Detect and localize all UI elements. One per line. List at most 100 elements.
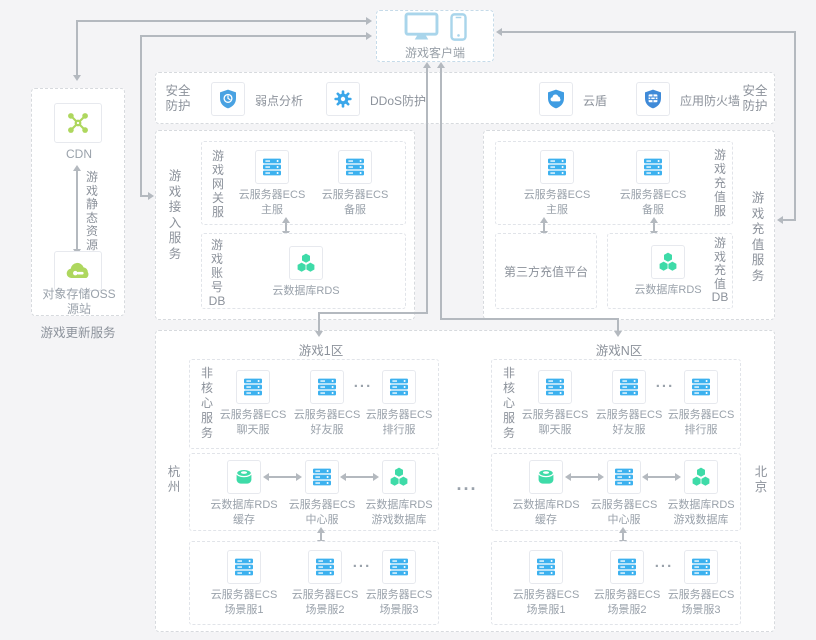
ecs-backup-node bbox=[338, 150, 372, 184]
arrowhead bbox=[437, 62, 445, 68]
vulnerability-analysis-node bbox=[211, 82, 245, 116]
ellipsis: ... bbox=[353, 374, 373, 391]
arrowhead bbox=[315, 331, 323, 337]
arrowhead bbox=[614, 331, 622, 337]
connector-client-zoneN bbox=[440, 67, 442, 320]
region-beijing-label: 北京 bbox=[754, 465, 768, 494]
ecs-center-node bbox=[607, 460, 641, 494]
arrowhead bbox=[540, 217, 548, 223]
third-party-platform-box: 第三方充值平台 bbox=[495, 233, 597, 309]
ecs-icon bbox=[642, 156, 664, 178]
rds-cache-node bbox=[529, 460, 563, 494]
oss-node bbox=[54, 251, 102, 291]
arrowhead bbox=[423, 62, 431, 68]
ecs-icon bbox=[618, 376, 640, 398]
ecs-icon bbox=[233, 556, 255, 578]
ecs-ranking-node bbox=[684, 370, 718, 404]
arrowhead bbox=[73, 75, 81, 81]
connector-segment bbox=[543, 223, 545, 231]
app-firewall-node bbox=[636, 82, 670, 116]
ecs-icon bbox=[535, 556, 557, 578]
ecs-scene1-node bbox=[529, 550, 563, 584]
arrowhead bbox=[340, 473, 346, 481]
ecs-friends-node bbox=[310, 370, 344, 404]
arrowhead bbox=[373, 473, 379, 481]
rds-cache-node bbox=[227, 460, 261, 494]
arrowhead bbox=[263, 473, 269, 481]
connector-segment bbox=[76, 171, 78, 249]
connector-segment bbox=[653, 223, 655, 231]
node-caption: 云数据库RDS bbox=[634, 284, 702, 296]
ecs-icon bbox=[261, 156, 283, 178]
ecs-scene2-node bbox=[610, 550, 644, 584]
recharge-section-label: 游戏充值服务 bbox=[751, 191, 765, 283]
ecs-icon bbox=[314, 556, 336, 578]
ecs-icon bbox=[242, 376, 264, 398]
arrowhead bbox=[598, 473, 604, 481]
arrowhead bbox=[282, 217, 290, 223]
noncore-label: 非核心服务 bbox=[200, 366, 213, 440]
ecs-chat-node bbox=[538, 370, 572, 404]
ecs-icon bbox=[546, 156, 568, 178]
access-section-label: 游戏接入服务 bbox=[168, 169, 182, 261]
ecs-icon bbox=[613, 466, 635, 488]
vulnerability-analysis-label: 弱点分析 bbox=[255, 94, 304, 108]
connector-cdn-client bbox=[76, 20, 368, 22]
cloud-shield-node bbox=[539, 82, 573, 116]
rds-icon bbox=[657, 251, 679, 273]
ecs-icon bbox=[690, 556, 712, 578]
ecs-icon bbox=[344, 156, 366, 178]
cdn-label: CDN bbox=[66, 147, 92, 161]
cache-icon bbox=[535, 466, 557, 488]
connector-segment bbox=[648, 476, 676, 478]
account-db-box: 游戏账号DB 云数据库RDS bbox=[201, 233, 406, 309]
connector-client-zone1 bbox=[318, 312, 320, 332]
connector-client-zone1 bbox=[426, 67, 428, 314]
phone-icon bbox=[450, 13, 467, 41]
client-icons bbox=[404, 12, 467, 41]
arrowhead bbox=[642, 473, 648, 481]
update-service-caption: 游戏更新服务 bbox=[40, 326, 116, 340]
ellipsis: ... bbox=[352, 554, 372, 571]
security-label-left: 安全防护 bbox=[165, 84, 191, 113]
arrowhead bbox=[366, 17, 372, 25]
account-db-label: 游戏账号DB bbox=[208, 238, 226, 308]
ecs-center-node bbox=[305, 460, 339, 494]
zones-ellipsis: ... bbox=[456, 474, 478, 494]
rds-icon bbox=[295, 252, 317, 274]
connector-access-client bbox=[140, 195, 150, 197]
region-hangzhou-label: 杭州 bbox=[167, 465, 181, 494]
gateway-label: 游戏网关服 bbox=[211, 149, 224, 219]
cdn-icon bbox=[65, 110, 91, 136]
ecs-icon bbox=[388, 556, 410, 578]
ecs-main-node bbox=[540, 150, 574, 184]
game-client-label: 游戏客户端 bbox=[404, 45, 465, 60]
ecs-scene3-node bbox=[382, 550, 416, 584]
ecs-icon bbox=[388, 376, 410, 398]
oss-cloud-icon bbox=[64, 260, 92, 282]
node-caption: 云数据库RDS bbox=[272, 285, 340, 297]
update-service-box: CDN 游戏静态资源 对象存储OSS 源站 bbox=[31, 88, 125, 316]
arrowhead bbox=[317, 527, 325, 533]
ddos-protection-label: DDoS防护 bbox=[370, 94, 427, 108]
rds-icon bbox=[388, 466, 410, 488]
ecs-scene3-node bbox=[684, 550, 718, 584]
